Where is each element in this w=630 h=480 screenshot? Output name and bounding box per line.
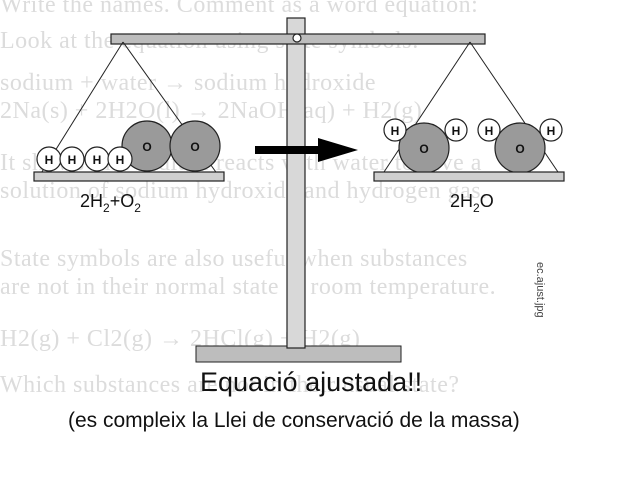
hydrogen-atom	[539, 118, 563, 142]
left-formula: 2H2+O2	[80, 191, 141, 215]
file-label: ec.ajust.jpg	[534, 262, 546, 318]
hydrogen-atom-label: H	[391, 124, 400, 138]
scale-post	[286, 17, 306, 349]
bg-text-line: sodium + water → sodium hydroxide	[0, 70, 376, 96]
hydrogen-atom	[477, 118, 501, 142]
right-string	[381, 41, 471, 176]
bg-text-line: State symbols are also useful when subst…	[0, 246, 468, 272]
oxygen-atom	[169, 120, 221, 172]
oxygen-atom-label: O	[190, 140, 199, 154]
oxygen-atom-label: O	[419, 142, 428, 156]
reaction-arrow	[255, 138, 358, 162]
hydrogen-atom	[444, 118, 468, 142]
water-molecule: O H H	[383, 118, 468, 174]
hydrogen-atom	[107, 146, 133, 172]
pivot	[292, 33, 302, 43]
bg-text-line: are not in their normal state at room te…	[0, 274, 497, 300]
hydrogen-atom-label: H	[68, 153, 77, 167]
left-pan	[33, 171, 225, 182]
bg-text-line: Which substances are not in their usual …	[0, 372, 460, 398]
right-pan	[373, 171, 565, 182]
hydrogen-atom	[59, 146, 85, 172]
hydrogen-atom-label: H	[452, 124, 461, 138]
caption-title: Equació ajustada!!	[200, 367, 423, 397]
oxygen-atom-label: O	[142, 140, 151, 154]
hydrogen-atom-label: H	[547, 124, 556, 138]
bg-text-line: Write the names. Comment as a word equat…	[0, 0, 479, 18]
hydrogen-atom-label: H	[485, 124, 494, 138]
hydrogen-atom-label: H	[116, 153, 125, 167]
hydrogen-molecules: H H H H	[36, 146, 133, 172]
hydrogen-atom	[383, 118, 407, 142]
bg-text-line: 2Na(s) + 2H2O(l) → 2NaOH(aq) + H2(g)	[0, 98, 423, 124]
water-molecule: O H H	[477, 118, 563, 174]
bg-text-line: solution of sodium hydroxide and hydroge…	[0, 178, 488, 204]
right-formula: 2H2O	[450, 191, 494, 215]
oxygen-molecule: O O	[121, 120, 221, 172]
caption-subtitle: (es compleix la Llei de conservació de l…	[68, 409, 520, 432]
hydrogen-atom-label: H	[45, 153, 54, 167]
hydrogen-atom-label: H	[93, 153, 102, 167]
oxygen-atom-label: O	[515, 142, 524, 156]
